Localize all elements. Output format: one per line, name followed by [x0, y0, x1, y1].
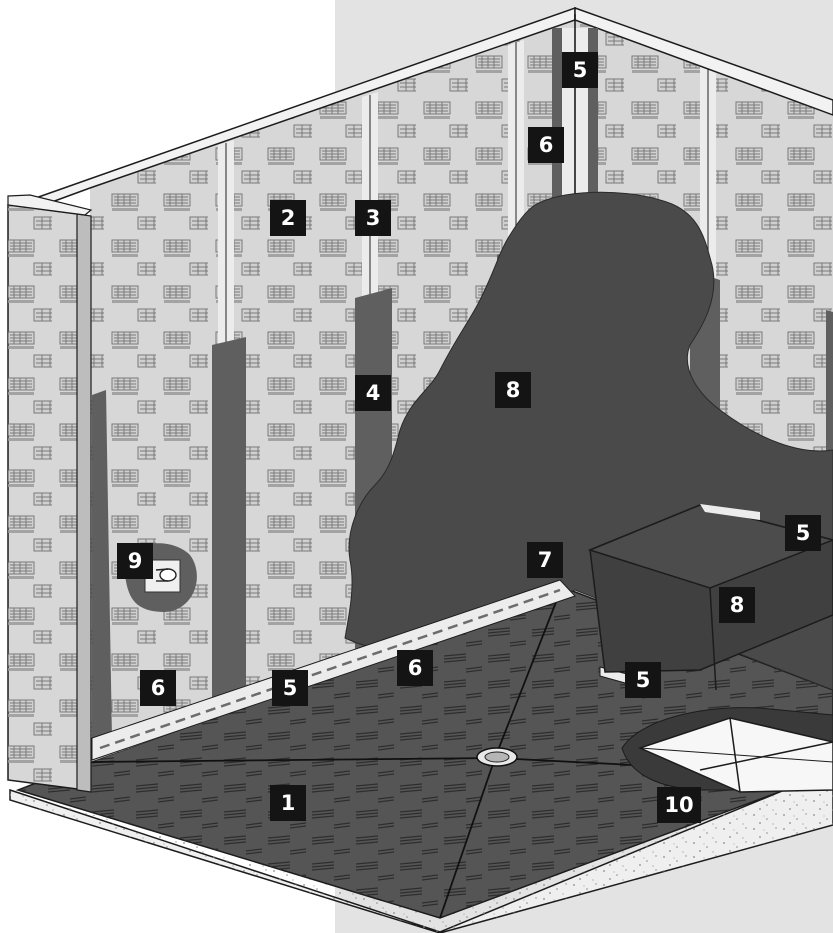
label-5-top: 5 — [562, 52, 598, 88]
label-1: 1 — [270, 785, 306, 821]
label-5-bench: 5 — [785, 515, 821, 551]
label-6-mid: 6 — [397, 650, 433, 686]
label-8-bench: 8 — [719, 587, 755, 623]
label-6-left: 6 — [140, 670, 176, 706]
label-10: 10 — [657, 787, 701, 823]
drain-grate — [477, 748, 517, 766]
label-5-floor-back: 5 — [272, 670, 308, 706]
label-8-wall: 8 — [495, 372, 531, 408]
label-2: 2 — [270, 200, 306, 236]
label-4: 4 — [355, 375, 391, 411]
left-end-board — [8, 195, 91, 792]
label-5-floor-right: 5 — [625, 662, 661, 698]
label-7: 7 — [527, 542, 563, 578]
label-6-top: 6 — [528, 127, 564, 163]
label-3: 3 — [355, 200, 391, 236]
label-9: 9 — [117, 543, 153, 579]
